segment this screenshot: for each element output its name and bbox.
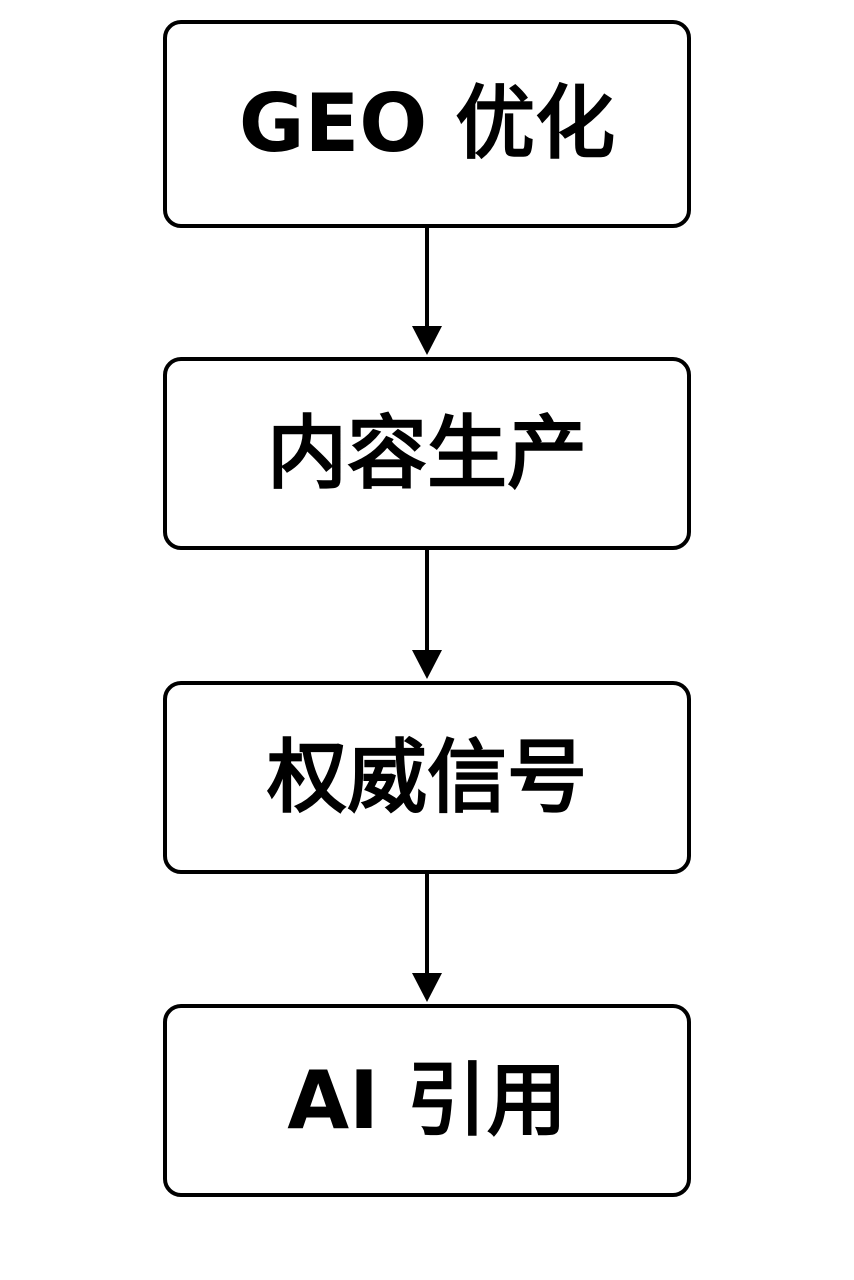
node-geo-optimization: GEO 优化 [163, 20, 691, 228]
arrow-2 [412, 550, 442, 679]
arrow-1 [412, 228, 442, 355]
node-label: AI 引用 [287, 1053, 567, 1147]
node-label: 内容生产 [267, 406, 587, 500]
arrow-3 [412, 874, 442, 1002]
node-content-production: 内容生产 [163, 357, 691, 550]
node-label: GEO 优化 [238, 77, 616, 170]
node-ai-citation: AI 引用 [163, 1004, 691, 1197]
node-label: 权威信号 [267, 730, 587, 824]
node-authority-signals: 权威信号 [163, 681, 691, 874]
